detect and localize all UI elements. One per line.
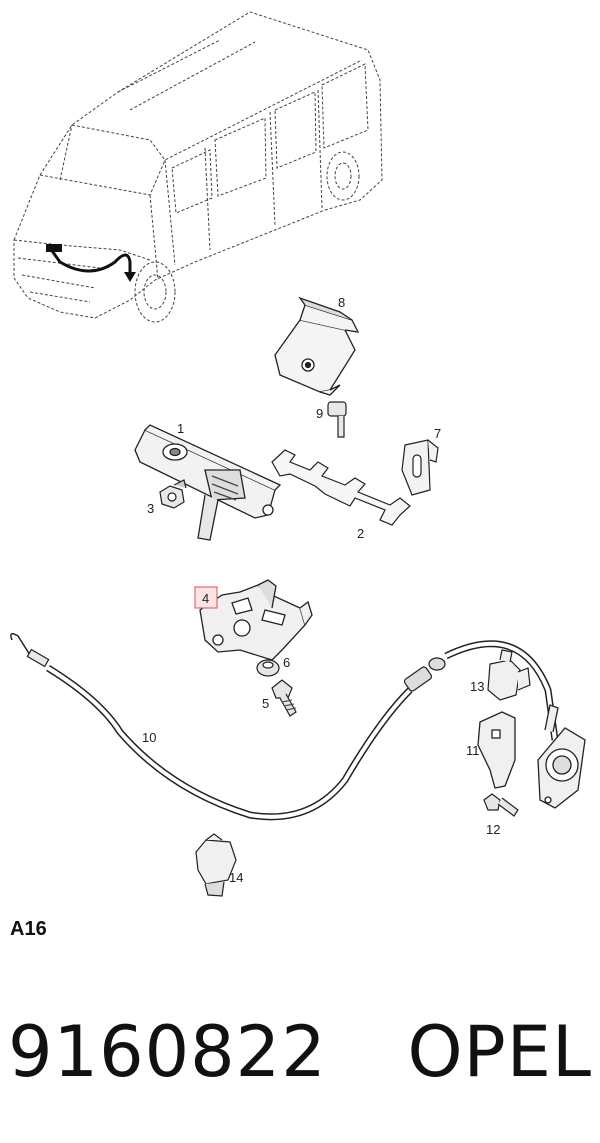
part-12-screw	[483, 793, 519, 817]
callout-7: 7	[434, 426, 441, 441]
part-7-clip	[401, 439, 439, 496]
part-4-lock-bracket	[199, 579, 313, 661]
callout-labels: 8 9 7 1 3 2 4 6 5 10 13 11 12 14	[142, 295, 500, 885]
callout-10: 10	[142, 730, 156, 745]
callout-11: 11	[466, 743, 480, 758]
callout-8: 8	[338, 295, 345, 310]
callout-12: 12	[486, 822, 500, 837]
part-1-hood-latch	[134, 424, 282, 541]
part-11-release-handle	[477, 704, 586, 809]
part-9-bolt	[327, 401, 347, 438]
van-illustration	[13, 11, 383, 323]
callout-14: 14	[229, 870, 243, 885]
callout-9: 9	[316, 406, 323, 421]
section-code: A16	[10, 918, 47, 940]
highlight-box-4	[194, 586, 218, 609]
part-14-cable-clip	[195, 833, 237, 897]
callout-4: 4	[202, 591, 209, 606]
brand-name: OPEL	[407, 1011, 592, 1093]
part-6-nut	[256, 659, 280, 677]
hood-cable-on-van	[46, 244, 136, 282]
part-3-nut	[159, 479, 187, 509]
footer: 9160822 OPEL	[8, 1002, 592, 1102]
callout-13: 13	[470, 679, 484, 694]
callout-1: 1	[177, 421, 184, 436]
callout-3: 3	[147, 501, 154, 516]
part-8-bracket	[274, 296, 360, 396]
part-13-clip	[487, 649, 531, 701]
part-2-support-rail	[271, 449, 411, 526]
callout-5: 5	[262, 696, 269, 711]
callout-2: 2	[357, 526, 364, 541]
callout-6: 6	[283, 655, 290, 670]
part-10-release-cable	[10, 633, 559, 821]
part-number: 9160822	[8, 1011, 327, 1093]
part-5-bolt	[271, 679, 297, 717]
parts-exploded-diagram: 8 9 7 1 3 2 4 6 5 10 13 11 12 14	[10, 11, 586, 897]
